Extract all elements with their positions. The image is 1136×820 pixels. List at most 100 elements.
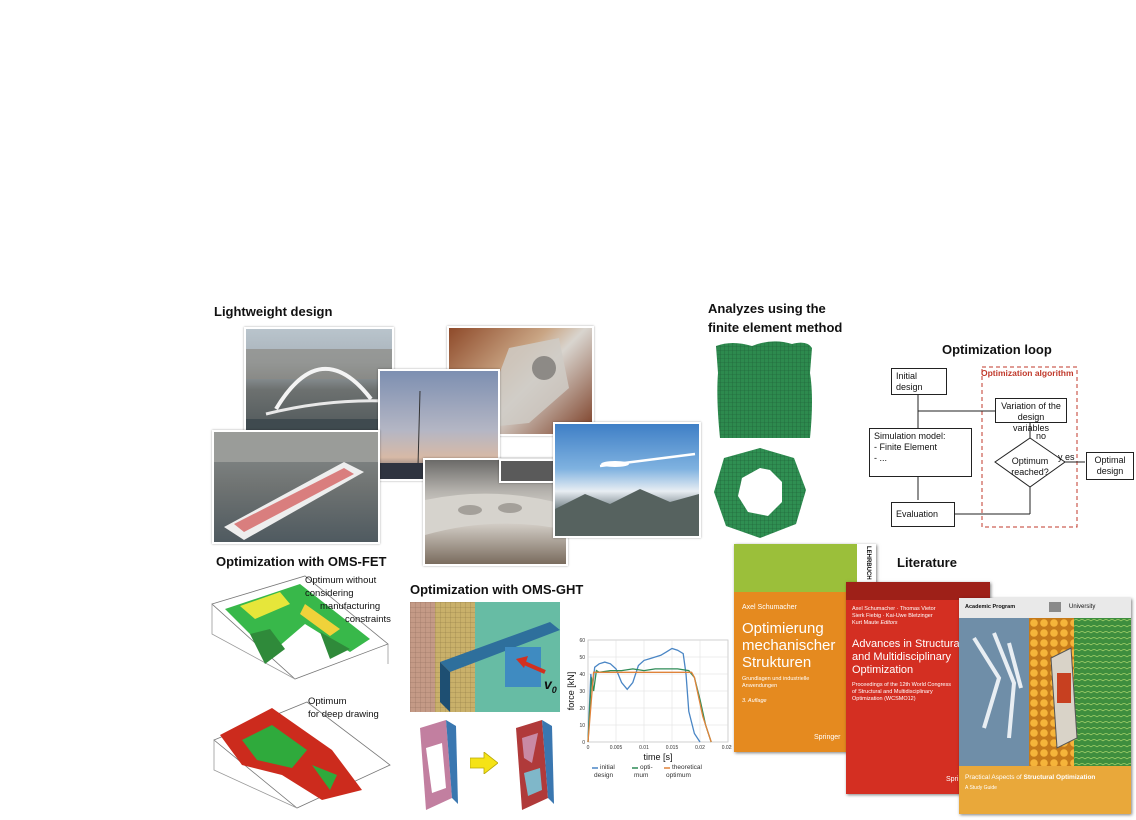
x-tick-label: 0.015 xyxy=(666,745,679,751)
variation-box: Variation of the design variables xyxy=(995,398,1067,433)
fet-note1-line4: constraints xyxy=(345,614,391,625)
ght-profile-initial-drawing xyxy=(420,720,458,810)
x-tick-label: 0.02 xyxy=(695,745,705,751)
x-tick-label: 0.025 xyxy=(722,745,732,751)
book3-cover-art xyxy=(959,618,1131,766)
book1-edition: 3. Auflage xyxy=(742,698,767,704)
y-tick-label: 20 xyxy=(579,706,585,712)
ght-profile-initial xyxy=(412,718,460,814)
glider-photo xyxy=(553,422,701,538)
optimization-algorithm-label: Optimization algorithm xyxy=(981,368,1074,378)
optimal-design-box: Optimal design xyxy=(1086,452,1134,480)
book1-subtitle: Grundlagen und industrielle Anwendungen xyxy=(742,676,809,690)
legend-label: mum xyxy=(634,772,648,779)
book1-title-line1: Optimierung xyxy=(742,620,824,637)
force-time-chart: 010203040506000.0050.010.0150.020.025tim… xyxy=(564,632,734,792)
ght-crash-model xyxy=(410,602,560,712)
cruise-ship-drawing xyxy=(214,432,378,540)
simulation-model-box: Simulation model: - Finite Element - ... xyxy=(869,428,972,477)
aluminium-part-drawing xyxy=(479,338,569,428)
fem-crushed-drawing xyxy=(714,448,806,538)
legend-label: theoretical xyxy=(672,764,703,771)
force-time-chart-svg: 010203040506000.0050.010.0150.020.025tim… xyxy=(566,638,734,779)
book3-cover-art-drawing xyxy=(959,618,1131,766)
transform-arrow-icon xyxy=(469,751,499,779)
fet-note2-line2: for deep drawing xyxy=(308,709,379,720)
metal-sheet-photo xyxy=(423,458,568,566)
book3-title-bold: Structural Optimization xyxy=(1023,774,1096,781)
legend-label: design xyxy=(594,772,614,779)
fet-deep-drawing-model xyxy=(212,690,392,810)
ght-profile-optimized xyxy=(508,718,556,814)
x-tick-label: 0.005 xyxy=(610,745,623,751)
book1-title-line2: mechanischer xyxy=(742,637,836,654)
book2-title-line2: and Multidisciplinary xyxy=(852,651,952,663)
book-practical-aspects: Academic Program University Practical As… xyxy=(959,598,1131,814)
book1-subtitle-line1: Grundlagen und industrielle xyxy=(742,676,810,682)
book2-subtitle-line1: Proceedings of the 12th World Congress xyxy=(852,682,951,688)
fem-tube-mesh xyxy=(712,338,816,442)
ght-profile-optimized-drawing xyxy=(516,720,554,810)
book2-title-line1: Advances in Structural xyxy=(852,638,963,650)
book1-title-line3: Strukturen xyxy=(742,654,812,671)
fet-note2-line1: Optimum xyxy=(308,696,347,707)
book3-title: Practical Aspects of Structural Optimiza… xyxy=(965,774,1095,781)
series-line xyxy=(587,671,712,743)
legend-label: optimum xyxy=(666,772,691,779)
book2-title: Advances in Structural and Multidiscipli… xyxy=(852,638,962,677)
fet-optimum-model xyxy=(210,574,390,684)
book1-author: Axel Schumacher xyxy=(742,604,797,611)
book3-title-plain: Practical Aspects of xyxy=(965,774,1024,781)
book3-subtitle: A Study Guide xyxy=(965,785,997,791)
x-tick-label: 0 xyxy=(587,745,590,751)
series-line xyxy=(587,647,701,743)
bridge-drawing xyxy=(246,349,392,439)
book2-subtitle: Proceedings of the 12th World Congress o… xyxy=(852,682,951,703)
book1-side-tab: LEHRBUCH xyxy=(857,544,876,592)
book2-editors-line3: Kurt Maute xyxy=(852,620,879,626)
book1-subtitle-line2: Anwendungen xyxy=(742,683,778,689)
rail-photo xyxy=(499,459,558,483)
oms-fet-heading: Optimization with OMS-FET xyxy=(216,554,387,569)
legend-label: opti- xyxy=(640,764,653,771)
y-tick-label: 10 xyxy=(579,723,585,729)
fet-deep-drawing-drawing xyxy=(213,701,391,809)
fet-optimum-drawing xyxy=(211,575,389,680)
book2-title-line3: Optimization xyxy=(852,664,914,676)
bridge-photo xyxy=(244,327,394,441)
book1-side-text: LEHRBUCH xyxy=(865,546,871,580)
velocity-symbol: v xyxy=(544,676,552,692)
yes-label: y es xyxy=(1058,452,1075,462)
book3-university: University xyxy=(1069,604,1096,610)
book3-university-logo-icon xyxy=(1049,602,1061,612)
velocity-label: v0 xyxy=(544,676,557,695)
fem-crushed-mesh xyxy=(712,444,808,540)
oms-ght-heading: Optimization with OMS-GHT xyxy=(410,582,584,597)
legend-label: initial xyxy=(600,764,615,771)
no-label: no xyxy=(1036,431,1047,441)
book2-subtitle-line3: Optimization (WCSMO12) xyxy=(852,696,916,702)
book3-header: Academic Program University xyxy=(959,598,1131,618)
literature-heading: Literature xyxy=(897,555,957,570)
cruise-ship-photo xyxy=(212,430,380,544)
y-tick-label: 30 xyxy=(579,689,585,695)
optimum-reached-diamond: Optimum reached? xyxy=(1011,456,1049,477)
flowchart-connectors xyxy=(917,366,1085,528)
evaluation-box: Evaluation xyxy=(891,502,955,527)
book2-editors-line1: Axel Schumacher · Thomas Vietor xyxy=(852,606,936,612)
initial-design-box: Initial design xyxy=(891,368,947,395)
ght-crash-drawing xyxy=(410,602,560,712)
glider-drawing xyxy=(555,452,699,536)
fem-heading-line1: Analyzes using the xyxy=(708,301,826,316)
lightweight-design-heading: Lightweight design xyxy=(214,304,333,319)
book2-top-band xyxy=(846,582,990,600)
metal-sheet-drawing xyxy=(425,493,566,535)
book2-editors-tag: Editors xyxy=(880,620,898,626)
fet-note1-line2: considering xyxy=(305,588,354,599)
x-tick-label: 0.01 xyxy=(639,745,649,751)
transform-arrow-drawing xyxy=(469,751,499,775)
velocity-subscript: 0 xyxy=(551,684,557,695)
x-axis-label: time [s] xyxy=(643,752,672,762)
fet-note1-line1: Optimum without xyxy=(305,575,377,586)
book3-program: Academic Program xyxy=(965,604,1016,610)
